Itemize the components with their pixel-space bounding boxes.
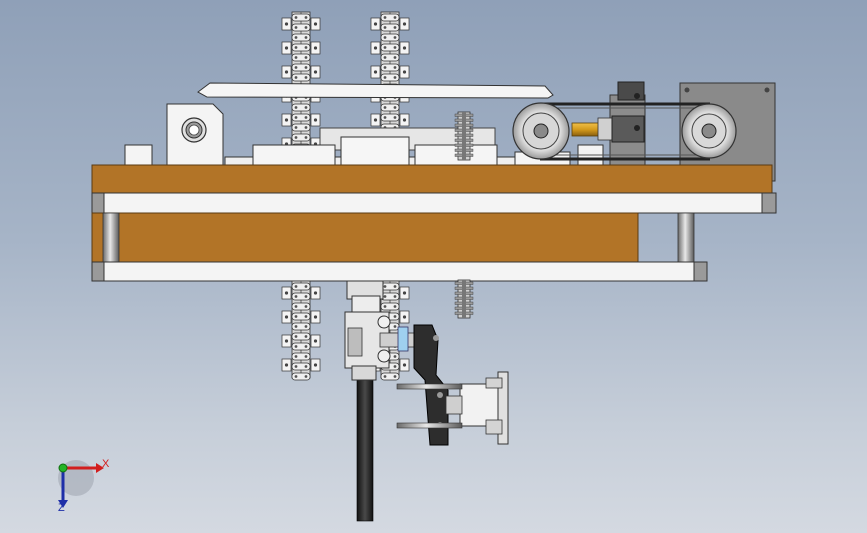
sprocket-icon — [454, 279, 474, 319]
lower-mechanism — [344, 280, 509, 522]
cylinder-icon — [396, 371, 509, 445]
chain-left-lower — [281, 280, 321, 381]
z-axis-label: Z — [58, 502, 65, 514]
bearing-icon — [181, 117, 207, 143]
coordinate-triad — [58, 460, 104, 508]
top-guide-plate — [197, 82, 554, 99]
sprocket-icon — [454, 111, 474, 161]
pulley-icon — [512, 102, 570, 160]
x-axis-label: X — [102, 458, 110, 470]
pulley-icon — [681, 103, 737, 159]
main-frame — [91, 164, 777, 282]
